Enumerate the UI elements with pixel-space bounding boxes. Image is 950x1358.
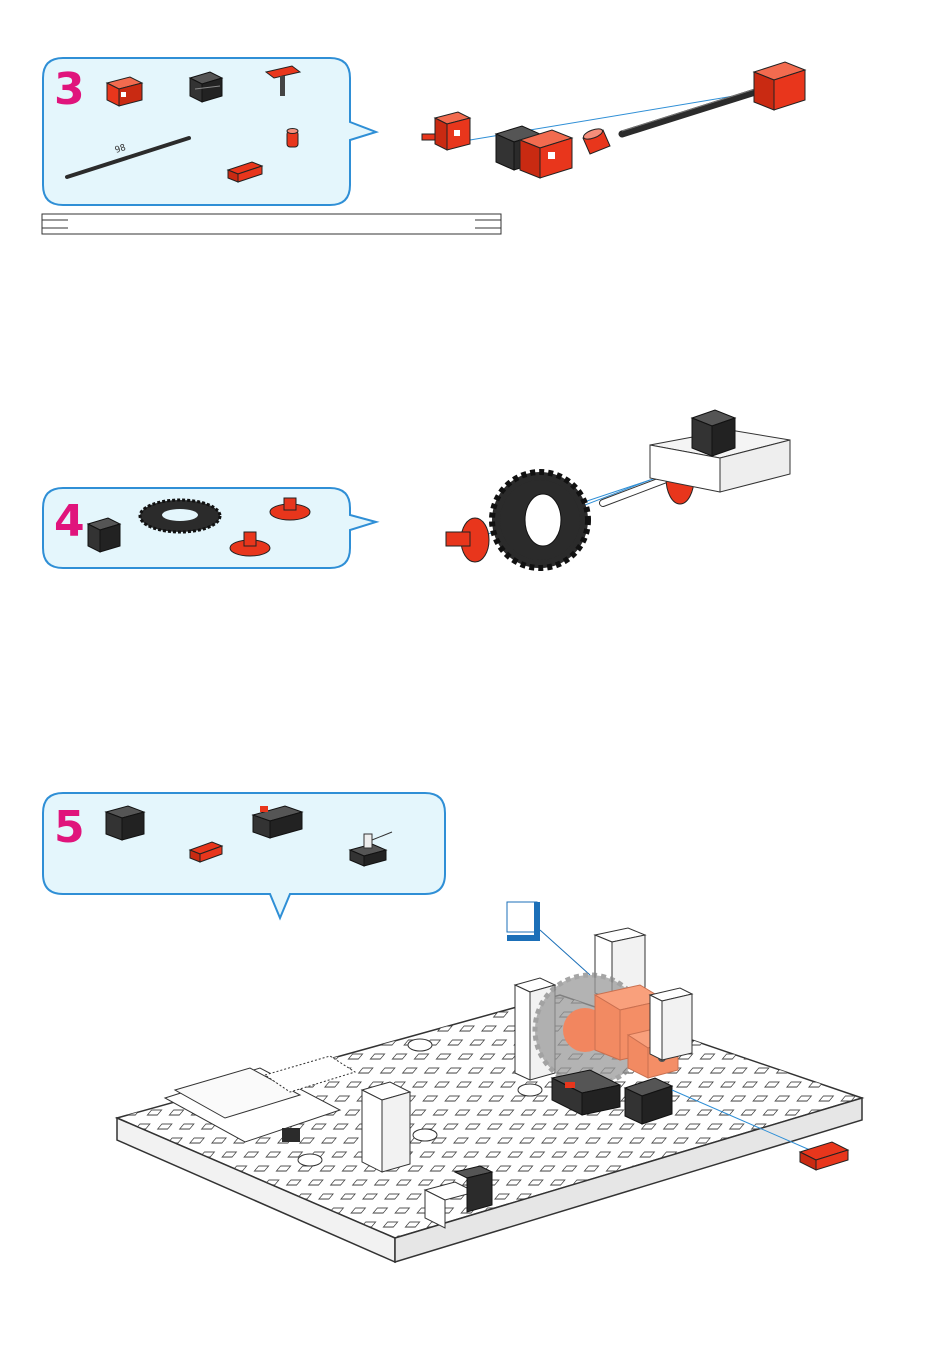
black-block-icon [190,72,222,102]
gear-icon [140,500,220,532]
gear-part [492,472,588,568]
bushing-icon [287,129,298,148]
position-marker [507,902,590,975]
black-block-icon [106,806,144,840]
spring-cam-part [422,112,470,150]
step-number: 5 [54,802,85,853]
clip-part [800,1142,848,1170]
flange-part [446,518,489,562]
gear-tower [515,928,692,1085]
black-block-icon [88,518,120,552]
step-4-assembly [446,410,790,568]
step-number: 4 [54,496,85,547]
red-block-end-part [754,62,805,110]
step-4: 4 [43,410,790,568]
step-number: 3 [54,64,85,115]
red-block-icon [107,77,142,106]
step-3-assembly [422,62,805,178]
red-block-part [520,130,572,178]
axle-length-ruler [42,214,501,234]
axle-part [622,85,768,134]
bushing-part [582,127,610,154]
frame-assembly [650,410,790,492]
step-5: 5 [43,793,862,1262]
step-3: 3 98 [42,58,805,234]
